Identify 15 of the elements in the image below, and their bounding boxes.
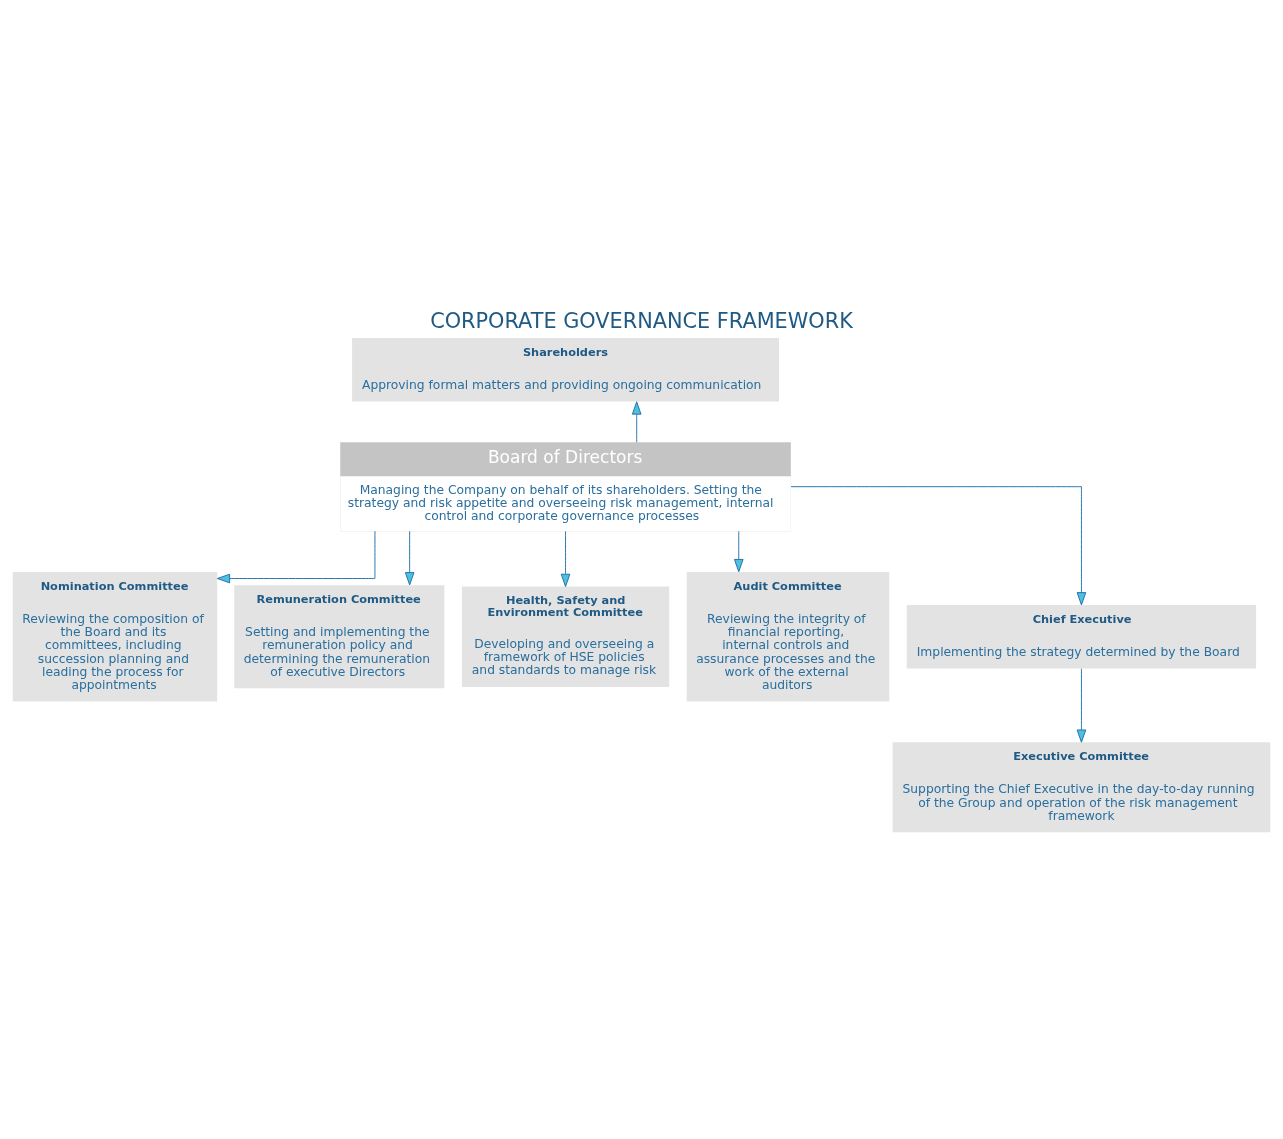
arrow [734,530,744,572]
arrow [404,530,415,585]
node-box: Executive Committee Supporting the Chief Executive in the day-to-day running of the Group and operation of the risk management framework [892,741,1271,832]
node-box: Chief Executive Implementing the strategy determined by the Board [906,604,1257,668]
arrow [1076,667,1087,743]
arrow [790,485,1087,605]
arrow [631,400,642,443]
arrow [216,530,376,583]
node-box: Nomination Committee Reviewing the composition of the Board and its committees, including succession planning and leading the process for appointments [12,571,218,702]
node-box: Remuneration Committee Setting and implementing the remuneration policy and determining the remuneration of executive Directors [234,584,445,688]
node-box: Audit Committee Reviewing the integrity of financial reporting, internal controls and assurance processes and the work of the external auditors [686,571,890,702]
node-box: Health, Safety and Environment Committee Developing and overseeing a framework of HSE policies and standards to manage risk [461,586,670,687]
arrow [560,530,571,587]
node-box: Shareholders Approving formal matters and providing ongoing communication [352,337,779,401]
diagram-title: CORPORATE GOVERNANCE FRAMEWORK [430,308,853,333]
